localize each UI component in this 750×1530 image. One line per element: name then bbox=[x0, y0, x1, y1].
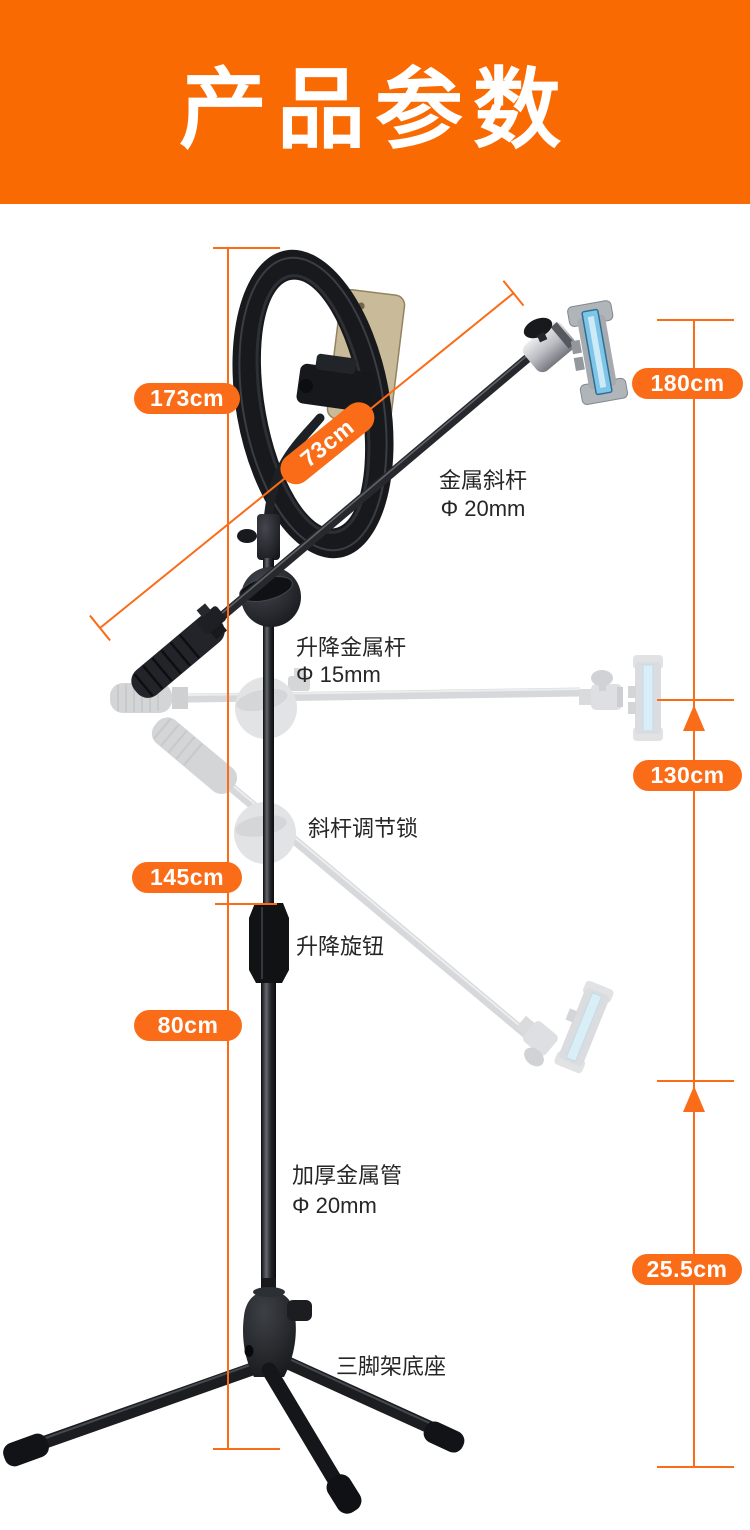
page-title: 产品参数 bbox=[178, 59, 571, 159]
lift-knob bbox=[249, 903, 289, 983]
ghost-phone-holder-horizontal bbox=[628, 655, 663, 741]
label-boom-arm-name: 金属斜杆 bbox=[438, 468, 527, 493]
up-arrow-icon bbox=[683, 1086, 705, 1112]
measurement-pill-pole-height: 145cm bbox=[132, 862, 242, 893]
up-arrow-icon bbox=[683, 705, 705, 731]
measurement-pill-lower-pole: 80cm bbox=[134, 1010, 242, 1041]
label-boom-arm: 金属斜杆 Φ 20mm bbox=[408, 467, 558, 523]
right-dimension-tick-4 bbox=[657, 1466, 734, 1468]
label-tilt-lock: 斜杆调节锁 bbox=[308, 816, 419, 841]
right-dimension-tick-2 bbox=[657, 699, 734, 701]
measurement-pill-base-height: 25.5cm bbox=[632, 1254, 742, 1285]
pole-top-adapter bbox=[237, 514, 280, 560]
right-dimension-tick-3 bbox=[657, 1080, 734, 1082]
measurement-pill-max-height: 180cm bbox=[632, 368, 743, 399]
ball-head-knob bbox=[523, 317, 553, 343]
upper-pole bbox=[263, 558, 274, 908]
label-main-tube-diameter: Φ 20mm bbox=[292, 1193, 377, 1218]
label-lift-rod: 升降金属杆 Φ 15mm bbox=[296, 634, 406, 688]
ball-head bbox=[522, 321, 576, 373]
tripod-base bbox=[3, 1278, 465, 1514]
right-dimension-line bbox=[693, 320, 695, 1468]
measurement-pill-total-height: 173cm bbox=[134, 383, 240, 414]
lower-pole bbox=[261, 983, 276, 1313]
left-dimension-tick-mid bbox=[215, 903, 277, 905]
label-lift-rod-diameter: Φ 15mm bbox=[296, 662, 381, 687]
label-main-tube: 加厚金属管 Φ 20mm bbox=[292, 1161, 402, 1221]
left-dimension-tick-bottom bbox=[213, 1448, 280, 1450]
label-lift-rod-name: 升降金属杆 bbox=[296, 635, 407, 660]
ghost-phone-holder-down bbox=[554, 980, 614, 1074]
boom-arm bbox=[131, 300, 629, 698]
measurement-pill-mid-height: 130cm bbox=[633, 760, 742, 791]
counterweight-handle bbox=[131, 612, 228, 698]
base-lock-knob bbox=[287, 1300, 312, 1321]
ghost-ball-head-down bbox=[515, 1015, 558, 1056]
left-dimension-line bbox=[227, 248, 229, 1450]
ghost-counterweight-down bbox=[151, 717, 238, 795]
ghost-counterweight-horizontal bbox=[110, 683, 188, 713]
title-banner: 产品参数 bbox=[0, 0, 750, 204]
ghost-ball-head-horizontal bbox=[579, 684, 623, 710]
label-boom-arm-diameter: Φ 20mm bbox=[440, 496, 526, 521]
label-main-tube-name: 加厚金属管 bbox=[292, 1163, 403, 1188]
left-dimension-tick-top bbox=[213, 247, 280, 249]
label-lift-knob: 升降旋钮 bbox=[296, 934, 385, 959]
phone-holder bbox=[567, 300, 629, 405]
label-tripod-base: 三脚架底座 bbox=[336, 1354, 447, 1379]
right-dimension-tick-1 bbox=[657, 319, 734, 321]
